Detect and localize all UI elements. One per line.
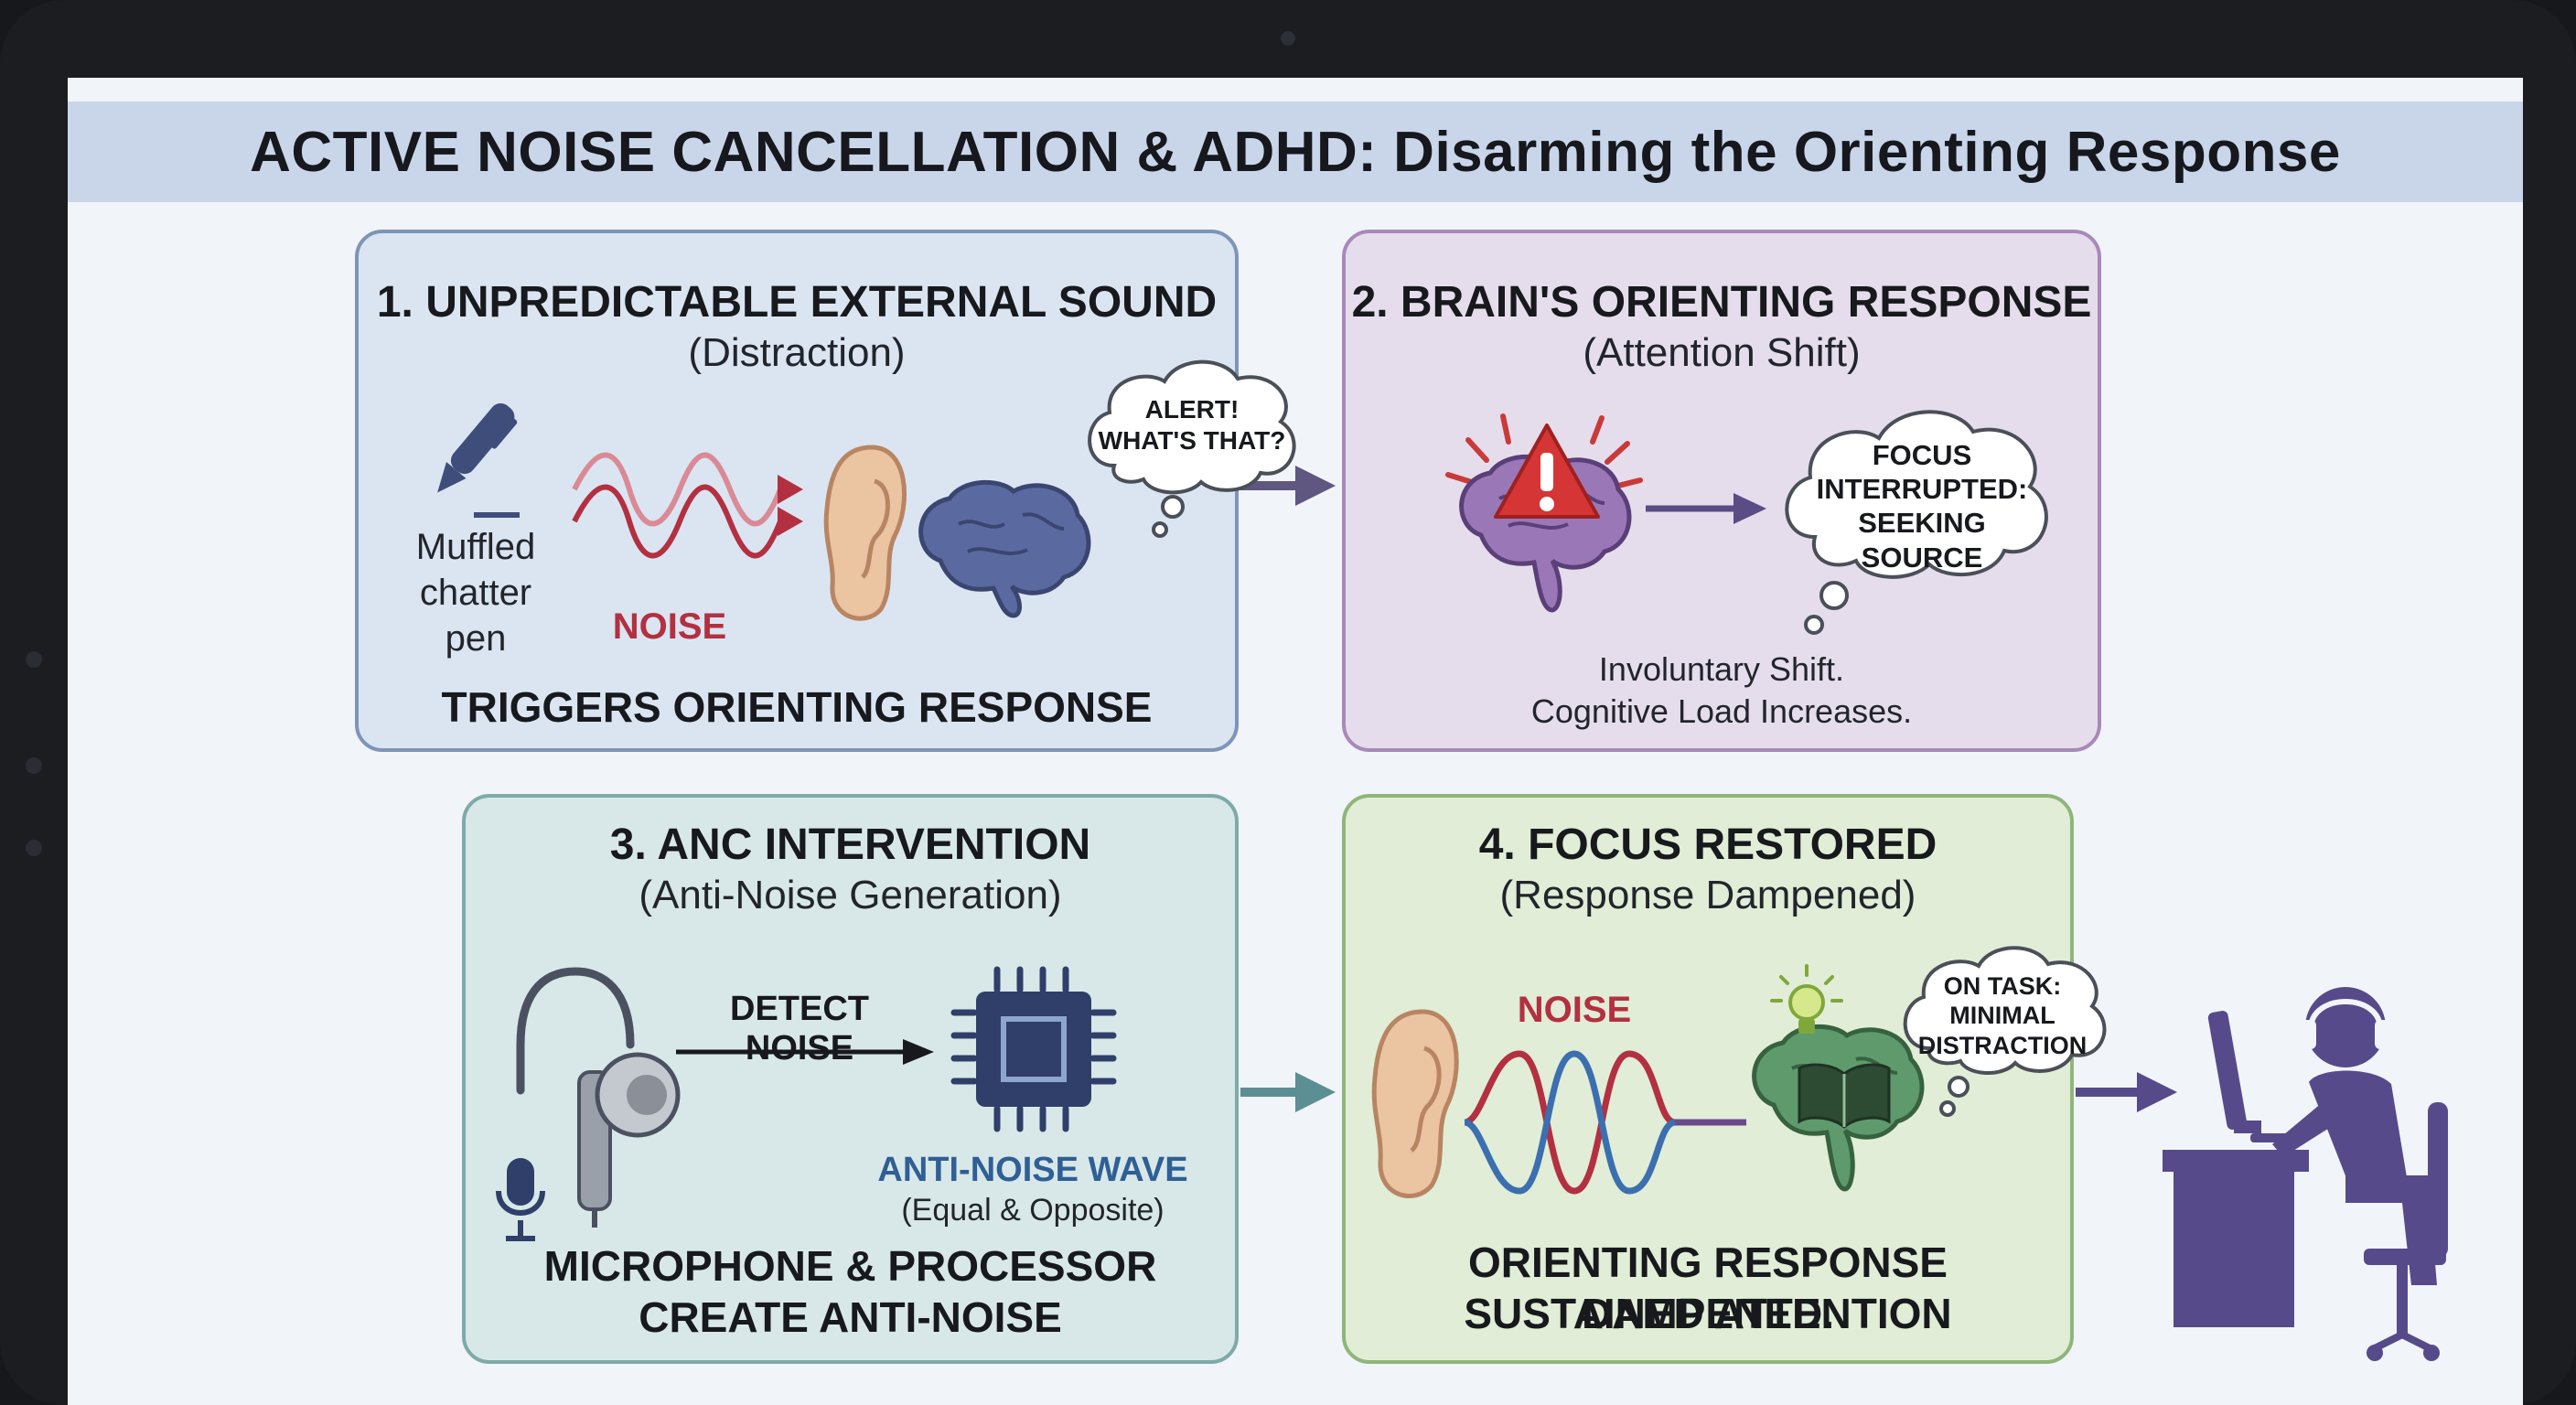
- ear-icon: [823, 445, 907, 621]
- wave-cancellation-icon: [1464, 1050, 1746, 1195]
- arrow-icon: [1646, 493, 1766, 524]
- anti-noise-note: (Equal & Opposite): [901, 1193, 1165, 1228]
- book-icon: [1798, 1063, 1891, 1129]
- panel-title: 3. ANC INTERVENTION: [609, 820, 1091, 869]
- brain-icon: [918, 479, 1091, 618]
- camera-dot: [1281, 31, 1295, 46]
- panel-subtitle: (Response Dampened): [1499, 873, 1916, 917]
- lightbulb-icon: [1770, 964, 1843, 1034]
- panel-subtitle: (Attention Shift): [1583, 330, 1861, 375]
- thought-bubble: [1903, 946, 2107, 1117]
- panel-title: 1. UNPREDICTABLE EXTERNAL SOUND: [376, 278, 1218, 327]
- panel-footer-line-2: SUSTAINED ATTENTION: [1464, 1290, 1952, 1337]
- side-button: [26, 651, 42, 668]
- side-button: [26, 840, 42, 856]
- anti-noise-label: ANTI-NOISE WAVE: [877, 1151, 1188, 1189]
- panel-subtitle: (Anti-Noise Generation): [639, 873, 1062, 917]
- thought-text: FOCUS INTERRUPTED: SEEKING SOURCE: [1816, 439, 2028, 574]
- infographic-screen: ACTIVE NOISE CANCELLATION & ADHD: Disarm…: [68, 78, 2523, 1405]
- caption-line-1: Involuntary Shift.: [1598, 650, 1845, 688]
- processor-chip-icon: [950, 966, 1117, 1132]
- thought-text: ON TASK: MINIMAL DISTRACTION: [1917, 972, 2088, 1059]
- panel-footer: TRIGGERS ORIENTING RESPONSE: [441, 683, 1153, 731]
- title-banner: ACTIVE NOISE CANCELLATION & ADHD: Disarm…: [68, 102, 2523, 202]
- noise-label: NOISE: [612, 606, 727, 647]
- microphone-icon: [496, 1158, 545, 1241]
- arrow-3-to-4: [1240, 1072, 1336, 1112]
- thought-text: ALERT! WHAT'S THAT?: [1098, 395, 1286, 455]
- panel-footer-line-1: MICROPHONE & PROCESSOR: [543, 1242, 1157, 1290]
- panel-focus-restored: 4. FOCUS RESTORED (Response Dampened) NO…: [1342, 794, 2107, 1364]
- person-at-desk-icon: [2163, 987, 2448, 1361]
- detect-noise-label: DETECT NOISE: [730, 990, 869, 1067]
- side-button: [26, 757, 42, 774]
- thought-bubble: [1785, 410, 2048, 635]
- arrow-4-to-person: [2076, 1072, 2177, 1112]
- pen-icon: [437, 402, 520, 518]
- panel-title: 4. FOCUS RESTORED: [1478, 820, 1937, 869]
- detect-arrow: [676, 1039, 934, 1065]
- ear-icon: [1371, 1009, 1459, 1198]
- panel-footer-line-2: CREATE ANTI-NOISE: [639, 1293, 1062, 1341]
- panel-orienting-response: 2. BRAIN'S ORIENTING RESPONSE (Attention…: [1342, 230, 2101, 752]
- panel-external-sound: 1. UNPREDICTABLE EXTERNAL SOUND (Distrac…: [355, 230, 1296, 752]
- panel-anc-intervention: 3. ANC INTERVENTION (Anti-Noise Generati…: [462, 794, 1239, 1364]
- thought-bubble: [1088, 359, 1296, 538]
- noise-label: NOISE: [1517, 990, 1632, 1030]
- page-title: ACTIVE NOISE CANCELLATION & ADHD: Disarm…: [250, 120, 2341, 184]
- panel-title: 2. BRAIN'S ORIENTING RESPONSE: [1351, 278, 2092, 327]
- warning-icon: [1494, 424, 1600, 519]
- sound-wave-icon: [572, 452, 803, 559]
- panel-footer-line-1: ORIENTING RESPONSE DAMPENED.: [1468, 1239, 1948, 1337]
- earbud-icon: [516, 967, 681, 1228]
- panel-subtitle: (Distraction): [688, 330, 906, 375]
- source-label: Muffled chatter pen: [415, 527, 536, 659]
- caption-line-2: Cognitive Load Increases.: [1530, 692, 1913, 730]
- warning-alert-lines: [1445, 413, 1643, 490]
